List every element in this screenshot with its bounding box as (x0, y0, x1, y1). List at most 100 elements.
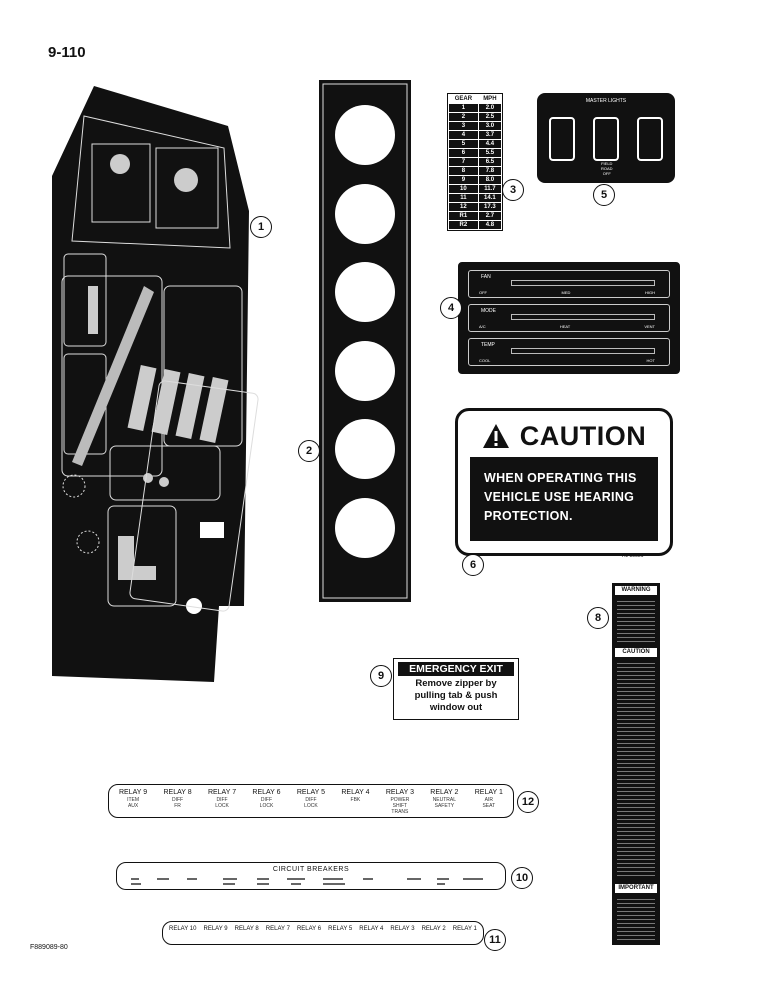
callout-3: 3 (502, 179, 524, 201)
caution-line: WHEN OPERATING THIS (484, 471, 637, 485)
figure-id: F889089-80 (30, 944, 68, 951)
mph-cell: 11.7 (477, 184, 503, 194)
caution-message: WHEN OPERATING THIS VEHICLE USE HEARING … (470, 457, 658, 541)
callout-5: 5 (593, 184, 615, 206)
relay-function: DIFF LOCK (215, 797, 229, 809)
emergency-exit-title: EMERGENCY EXIT (398, 662, 514, 676)
relay-name: RELAY 6 (252, 789, 281, 796)
caution-part-code: A1 38881 (622, 553, 644, 559)
callout-9: 9 (370, 665, 392, 687)
master-lights-title: MASTER LIGHTS (585, 98, 627, 104)
mph-cell: 3.7 (477, 130, 503, 140)
light-switch-slot (593, 117, 619, 161)
hvac-slider-slot (511, 348, 655, 354)
mph-cell: 2.0 (477, 103, 503, 113)
caution-line: PROTECTION. (484, 509, 573, 523)
gear-cell: R1 (448, 211, 479, 221)
warning-header: WARNING (615, 586, 657, 595)
relay-label: RELAY 2 (421, 926, 446, 932)
relay-function: DIFF LOCK (304, 797, 318, 809)
warning-caution-strip-decal: WARNING CAUTION IMPORTANT (612, 583, 660, 945)
mph-cell: 3.0 (477, 121, 503, 131)
relay-name: RELAY 4 (341, 789, 370, 796)
mph-cell: 2.7 (477, 211, 503, 221)
gear-cell: 11 (448, 193, 479, 203)
callout-6: 6 (462, 554, 484, 576)
mph-cell: 6.5 (477, 157, 503, 167)
circuit-breakers-title: CIRCUIT BREAKERS (272, 866, 350, 873)
relay-label: RELAY 8 (234, 926, 259, 932)
caution-decal: CAUTION WHEN OPERATING THIS VEHICLE USE … (455, 408, 673, 556)
mph-cell: 4.8 (477, 220, 503, 230)
exit-line: window out (429, 702, 483, 713)
relay-function: DIFF LOCK (259, 797, 274, 809)
mph-cell: 2.5 (477, 112, 503, 122)
gauge-panel-decal (319, 80, 411, 602)
hvac-row-label: MODE (481, 308, 496, 314)
gear-cell: R2 (448, 220, 479, 230)
light-switch-slot (637, 117, 663, 161)
caution-text-block (617, 660, 655, 878)
light-switch-slot (549, 117, 575, 161)
page-number: 9-110 (48, 44, 86, 61)
gear-cell: 7 (448, 157, 479, 167)
important-text-block (617, 896, 655, 940)
caution-header: CAUTION (468, 419, 660, 453)
gear-header: GEAR (448, 94, 479, 104)
emergency-exit-instructions: Remove zipper by pulling tab & push wind… (394, 678, 518, 714)
master-lights-decal: MASTER LIGHTS FIELD ROAD OFF (537, 93, 675, 183)
gear-cell: 1 (448, 103, 479, 113)
console-decal (52, 86, 259, 682)
relay-name: RELAY 5 (296, 789, 326, 796)
mph-header: MPH (477, 94, 503, 104)
gear-cell: 12 (448, 202, 479, 212)
caution-title: CAUTION (519, 420, 647, 451)
mph-cell: 14.1 (477, 193, 503, 203)
relay-name: RELAY 2 (430, 789, 459, 796)
relay-function: AIR SEAT (482, 797, 496, 809)
caution-line: VEHICLE USE HEARING (484, 490, 635, 504)
relay-name: RELAY 3 (385, 789, 414, 796)
important-header: IMPORTANT (615, 884, 657, 893)
relay-label: RELAY 10 (169, 926, 197, 932)
hvac-slider-slot (511, 280, 655, 286)
callout-4: 4 (440, 297, 462, 319)
callout-11: 11 (484, 929, 506, 951)
relay-function: ITEM AUX (127, 797, 140, 809)
hvac-row-label: TEMP (481, 342, 495, 348)
warning-text-block (617, 598, 655, 642)
relay-label: RELAY 4 (359, 926, 384, 932)
mph-cell: 17.3 (477, 202, 503, 212)
circuit-breaker-fine-print (131, 878, 483, 885)
relay-function: NEUTRAL SAFETY (432, 797, 457, 809)
emergency-exit-decal: EMERGENCY EXIT Remove zipper by pulling … (393, 658, 519, 720)
light-positions: FIELD ROAD OFF (601, 161, 613, 176)
gear-cell: 5 (448, 139, 479, 149)
exit-line: pulling tab & push (414, 690, 498, 701)
callout-2: 2 (298, 440, 320, 462)
relay-name: RELAY 8 (163, 789, 192, 796)
relay-label: RELAY 6 (296, 926, 322, 932)
